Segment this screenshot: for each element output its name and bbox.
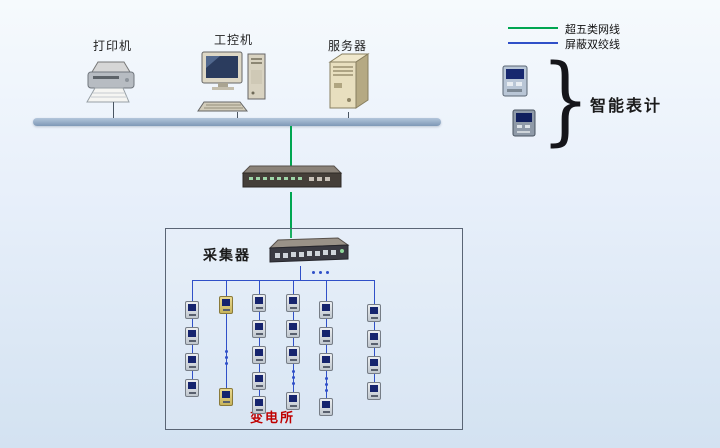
smart-meter-icon [511, 108, 539, 138]
brace-glyph: } [541, 44, 590, 156]
ellipsis-dots-vertical [223, 350, 230, 368]
smart-meters-label: 智能表计 [590, 96, 663, 115]
ellipsis-dots-vertical [290, 370, 297, 388]
meter-icon [185, 353, 199, 371]
meter-icon [367, 330, 381, 348]
meter-icon [319, 353, 333, 371]
smart-meter-icon [500, 64, 532, 98]
twisted-pair-column-3 [259, 280, 260, 406]
legend-cat5-label: 超五类网线 [565, 23, 620, 36]
meter-icon [252, 294, 266, 312]
substation-label: 变电所 [250, 411, 296, 426]
meter-icon [219, 296, 233, 314]
meter-icon [252, 396, 266, 414]
meter-icon [185, 379, 199, 397]
meter-icon [252, 372, 266, 390]
twisted-pair-feed [300, 266, 301, 280]
twisted-pair-column-5 [326, 280, 327, 410]
printer-icon [82, 60, 146, 106]
meter-icon [185, 327, 199, 345]
legend-cat5-line [508, 27, 558, 29]
cat5-cable-segment-top [290, 126, 292, 166]
ethernet-bus-line [33, 118, 441, 126]
meter-icon [286, 320, 300, 338]
twisted-pair-column-4 [293, 280, 294, 404]
ellipsis-dots-vertical [323, 377, 330, 395]
meter-icon [319, 301, 333, 319]
meter-icon [286, 392, 300, 410]
meter-icon [219, 388, 233, 406]
meter-icon [319, 398, 333, 416]
server-drop-cable [348, 112, 349, 119]
cat5-cable-segment-bottom [290, 192, 292, 238]
collector-icon [264, 236, 354, 268]
meter-icon [185, 301, 199, 319]
meter-icon [367, 304, 381, 322]
industrial-pc-drop-cable [237, 112, 238, 119]
meter-icon [252, 346, 266, 364]
switch-icon [237, 164, 347, 192]
twisted-pair-column-2 [226, 280, 227, 400]
meter-icon [286, 346, 300, 364]
ellipsis-dots-horizontal [312, 271, 329, 274]
printer-drop-cable [113, 102, 114, 119]
server-icon [322, 50, 376, 114]
legend-twisted-pair-label: 屏蔽双绞线 [565, 38, 620, 51]
substation-box [165, 228, 463, 430]
collector-label: 采集器 [203, 248, 251, 264]
meter-icon [286, 294, 300, 312]
industrial-pc-icon [196, 50, 280, 114]
industrial-pc-label: 工控机 [214, 33, 254, 47]
meter-icon [319, 327, 333, 345]
meter-icon [367, 356, 381, 374]
meter-icon [367, 382, 381, 400]
meter-icon [252, 320, 266, 338]
legend-twisted-pair-line [508, 42, 558, 44]
server-label: 服务器 [328, 39, 368, 53]
printer-label: 打印机 [93, 39, 133, 53]
twisted-pair-bus [192, 280, 375, 281]
